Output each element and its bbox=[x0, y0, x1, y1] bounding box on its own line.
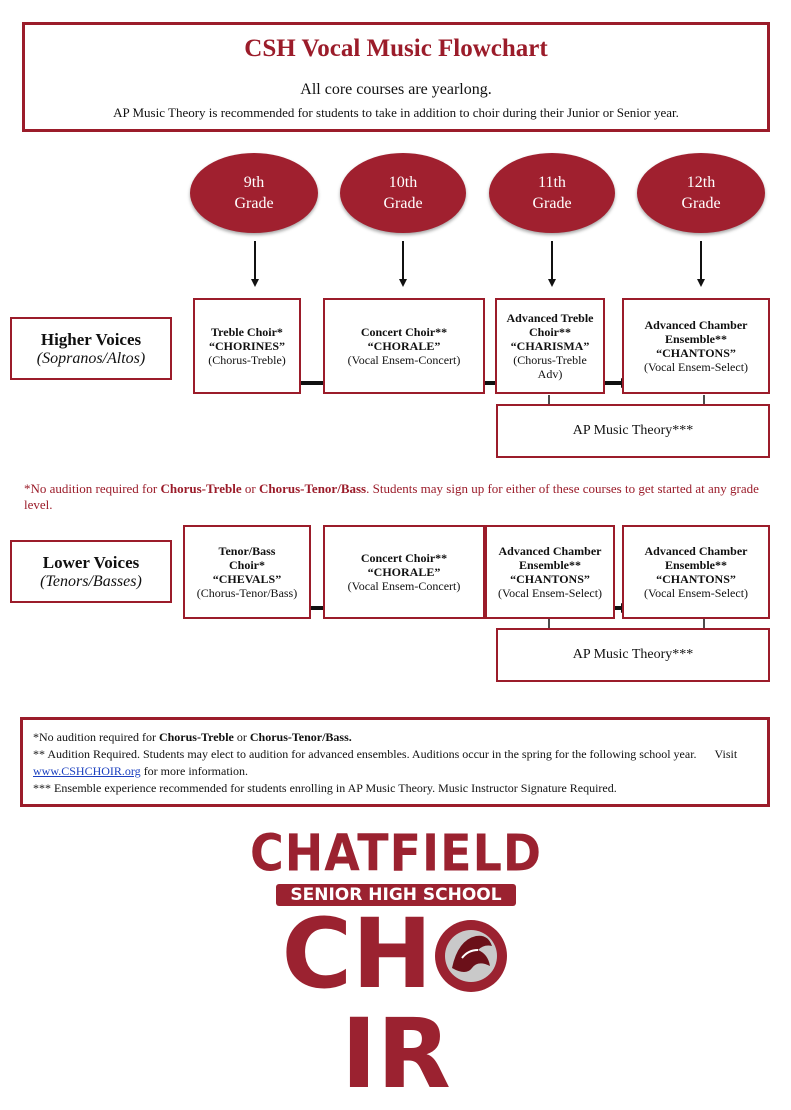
course-concert-choir-higher: Concert Choir** “CHORALE” (Vocal Ensem-C… bbox=[323, 298, 485, 394]
lower-voices-label: Lower Voices (Tenors/Basses) bbox=[10, 540, 172, 603]
mascot-icon bbox=[435, 920, 508, 992]
footer-line-3: *** Ensemble experience recommended for … bbox=[33, 781, 617, 795]
page-title: CSH Vocal Music Flowchart bbox=[244, 35, 548, 62]
footer-line-2: ** Audition Required. Students may elect… bbox=[33, 747, 738, 778]
down-arrows bbox=[251, 241, 705, 287]
lower-ap-connectors bbox=[548, 619, 705, 628]
header-line-1: All core courses are yearlong. bbox=[300, 81, 492, 98]
higher-voices-label: Higher Voices (Sopranos/Altos) bbox=[10, 317, 172, 380]
no-audition-note: *No audition required for Chorus-Treble … bbox=[24, 481, 759, 512]
header-line-2: AP Music Theory is recommended for stude… bbox=[113, 105, 679, 120]
choir-website-link[interactable]: www.CSHCHOIR.org bbox=[33, 764, 141, 778]
course-treble-choir: Treble Choir* “CHORINES” (Chorus-Treble) bbox=[193, 298, 301, 394]
higher-ap-connectors bbox=[548, 395, 705, 404]
footer-line-1: *No audition required for Chorus-Treble … bbox=[33, 730, 352, 744]
course-advanced-chamber-lower-12: Advanced Chamber Ensemble** “CHANTONS” (… bbox=[622, 525, 770, 619]
logo-choir-word: CH IR bbox=[236, 904, 556, 1104]
course-tenor-bass-choir: Tenor/Bass Choir* “CHEVALS” (Chorus-Teno… bbox=[183, 525, 311, 619]
footer-notes: *No audition required for Chorus-Treble … bbox=[20, 717, 770, 807]
course-advanced-chamber-higher: Advanced Chamber Ensemble** “CHANTONS” (… bbox=[622, 298, 770, 394]
header-box: CSH Vocal Music Flowchart All core cours… bbox=[22, 22, 770, 132]
logo-senior-high-school: SENIOR HIGH SCHOOL bbox=[276, 884, 516, 906]
course-concert-choir-lower: Concert Choir** “CHORALE” (Vocal Ensem-C… bbox=[323, 525, 485, 619]
ap-music-theory-higher: AP Music Theory*** bbox=[496, 404, 770, 458]
course-advanced-chamber-lower-11: Advanced Chamber Ensemble** “CHANTONS” (… bbox=[485, 525, 615, 619]
chatfield-choir-logo: CHATFIELD SENIOR HIGH SCHOOL CH IR bbox=[236, 823, 556, 1104]
logo-chatfield: CHATFIELD bbox=[249, 823, 543, 883]
ap-music-theory-lower: AP Music Theory*** bbox=[496, 628, 770, 682]
course-advanced-treble-choir: Advanced Treble Choir** “CHARISMA” (Chor… bbox=[495, 298, 605, 394]
